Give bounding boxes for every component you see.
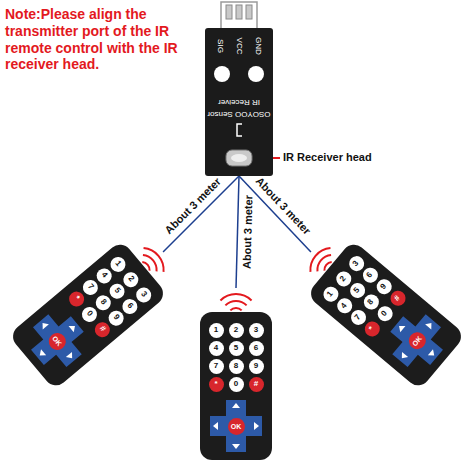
remote-button: 7 <box>209 359 224 374</box>
pin-label: GND <box>254 37 262 55</box>
remote-control: 123 456 789 * 0 # OK <box>200 312 272 460</box>
remote-button: 6 <box>249 341 264 356</box>
board-label: OSOYOO Sensor <box>207 110 270 118</box>
signal-line <box>163 176 239 252</box>
remote-button: 8 <box>229 359 244 374</box>
remote-button: OK <box>228 418 245 435</box>
pin-label: SIG <box>216 39 224 53</box>
remote-button: 4 <box>209 341 224 356</box>
remote-control: 123456789*0#OK <box>306 240 466 390</box>
ir-receiver-module: SIG VCC GND OSOYOO Sensor IR Receiver <box>205 28 273 176</box>
remote-button: 9 <box>249 359 264 374</box>
board-label: IR Receiver <box>218 98 260 106</box>
remote-button: * <box>209 377 224 392</box>
remote-button: 2 <box>229 323 244 338</box>
signal-line <box>236 176 239 288</box>
distance-label: About 3 meter <box>254 175 313 236</box>
remote-button: 0 <box>229 377 244 392</box>
pin-label: VCC <box>235 38 243 55</box>
note-text: Note:Please align the transmitter port o… <box>5 6 203 73</box>
pin-header <box>221 2 257 29</box>
callout-label: IR Receiver head <box>283 152 372 163</box>
remote-control: 123456789*0#OK <box>8 240 168 390</box>
distance-label: About 3 meter <box>163 176 223 236</box>
remote-button: 1 <box>209 323 224 338</box>
remote-button: 5 <box>229 341 244 356</box>
distance-label: About 3 meter <box>241 195 254 269</box>
remote-button: 3 <box>249 323 264 338</box>
remote-button: # <box>249 377 264 392</box>
